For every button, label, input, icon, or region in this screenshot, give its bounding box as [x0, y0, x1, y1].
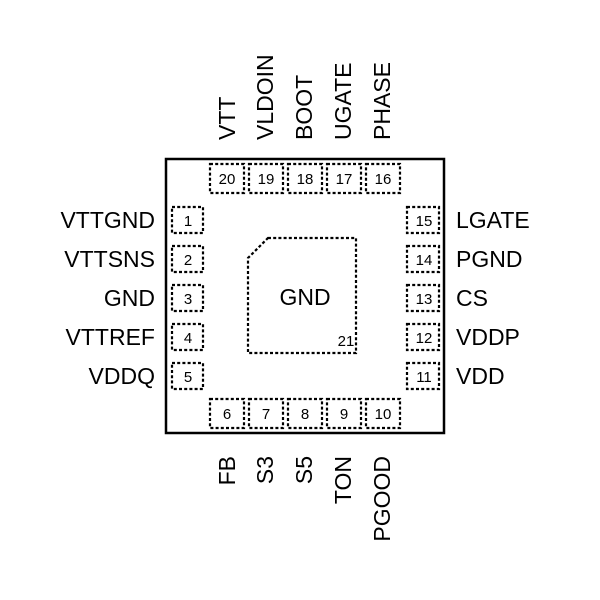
pin-name: TON — [330, 456, 356, 504]
pin-8: 8 S5 — [286, 397, 324, 484]
pin-6: 6 FB — [208, 397, 246, 485]
pin-number: 15 — [416, 213, 433, 230]
pin-number: 6 — [223, 406, 231, 423]
pin-name: VTTSNS — [64, 246, 155, 272]
pin-number: 11 — [416, 369, 432, 386]
pin-number: 3 — [184, 291, 192, 308]
pin-name: PHASE — [369, 62, 395, 140]
pin-name: VTTREF — [66, 324, 155, 350]
pin-number: 13 — [416, 291, 433, 308]
pin-number: 5 — [184, 369, 192, 386]
pin-pad — [405, 205, 441, 235]
pin-pad — [325, 162, 363, 195]
pin-pad — [170, 283, 205, 313]
pin-12: 12 VDDP — [405, 322, 520, 352]
pin-16: 16 PHASE — [364, 62, 402, 195]
right-pin-row: 15 LGATE 14 PGND 13 CS 12 VDDP 11 VDD — [405, 205, 530, 391]
pin-number: 2 — [184, 252, 192, 269]
center-pad — [246, 236, 358, 355]
pin-number: 16 — [375, 171, 392, 188]
pin-19: 19 VLDOIN — [247, 54, 285, 195]
left-pin-row: 1 VTTGND 2 VTTSNS 3 GND 4 VTTREF 5 VDDQ — [60, 205, 205, 391]
pin-pad — [405, 361, 441, 391]
pin-name: VDDP — [456, 324, 520, 350]
pin-name: CS — [456, 285, 488, 311]
pin-pad — [364, 397, 402, 430]
pin-4: 4 VTTREF — [66, 322, 205, 352]
pin-pad — [405, 244, 441, 274]
pin-number: 19 — [258, 171, 275, 188]
pin-name: VTT — [214, 97, 240, 140]
pin-number: 12 — [416, 330, 433, 347]
pin-pad — [405, 283, 441, 313]
pin-name: FB — [214, 456, 240, 485]
pin-name: VLDOIN — [252, 54, 278, 140]
pin-number: 4 — [184, 330, 192, 347]
pin-name: GND — [104, 285, 155, 311]
pin-name: VDD — [456, 363, 505, 389]
pin-10: 10 PGOOD — [364, 397, 402, 542]
pin-pad — [405, 322, 441, 352]
pin-7: 7 S3 — [247, 397, 285, 484]
pin-name: BOOT — [291, 75, 317, 140]
pin-number: 9 — [340, 406, 348, 423]
center-pad-number: 21 — [338, 333, 355, 350]
pin-name: S5 — [291, 456, 317, 484]
pin-name: PGND — [456, 246, 522, 272]
pin-number: 8 — [301, 406, 309, 423]
pin-pad — [247, 397, 285, 430]
pin-number: 17 — [336, 171, 353, 188]
center-pad-label: GND — [279, 284, 330, 310]
pin-name: VTTGND — [60, 207, 155, 233]
pin-name: PGOOD — [369, 456, 395, 542]
pin-pad — [247, 162, 285, 195]
pin-number: 20 — [219, 171, 236, 188]
pin-pad — [170, 361, 205, 391]
pin-13: 13 CS — [405, 283, 488, 313]
pin-pad — [170, 205, 205, 235]
pin-1: 1 VTTGND — [60, 205, 205, 235]
pin-20: 20 VTT — [208, 97, 246, 195]
pin-14: 14 PGND — [405, 244, 522, 274]
pin-number: 18 — [297, 171, 314, 188]
pin-15: 15 LGATE — [405, 205, 530, 235]
pin-number: 10 — [375, 406, 392, 423]
pin-3: 3 GND — [104, 283, 205, 313]
pin-name: VDDQ — [89, 363, 155, 389]
pin-name: UGATE — [330, 62, 356, 140]
pin-name: S3 — [252, 456, 278, 484]
pin-5: 5 VDDQ — [89, 361, 205, 391]
pin-number: 7 — [262, 406, 270, 423]
pin-number: 14 — [416, 252, 433, 269]
pin-11: 11 VDD — [405, 361, 505, 391]
pin-pad — [208, 162, 246, 195]
pin-pad — [325, 397, 363, 430]
pin-name: LGATE — [456, 207, 530, 233]
pin-pad — [208, 397, 246, 430]
pin-2: 2 VTTSNS — [64, 244, 205, 274]
pin-pad — [170, 322, 205, 352]
pin-17: 17 UGATE — [325, 62, 363, 195]
pin-pad — [170, 244, 205, 274]
pin-pad — [364, 162, 402, 195]
pin-9: 9 TON — [325, 397, 363, 504]
pin-pad — [286, 162, 324, 195]
pin-18: 18 BOOT — [286, 75, 324, 195]
bottom-pin-row: 6 FB 7 S3 8 S5 9 TON 10 PGOOD — [208, 397, 402, 542]
top-pin-row: 20 VTT 19 VLDOIN 18 BOOT 17 UGATE 16 PHA… — [208, 54, 402, 195]
pin-pad — [286, 397, 324, 430]
pin-number: 1 — [184, 213, 192, 230]
